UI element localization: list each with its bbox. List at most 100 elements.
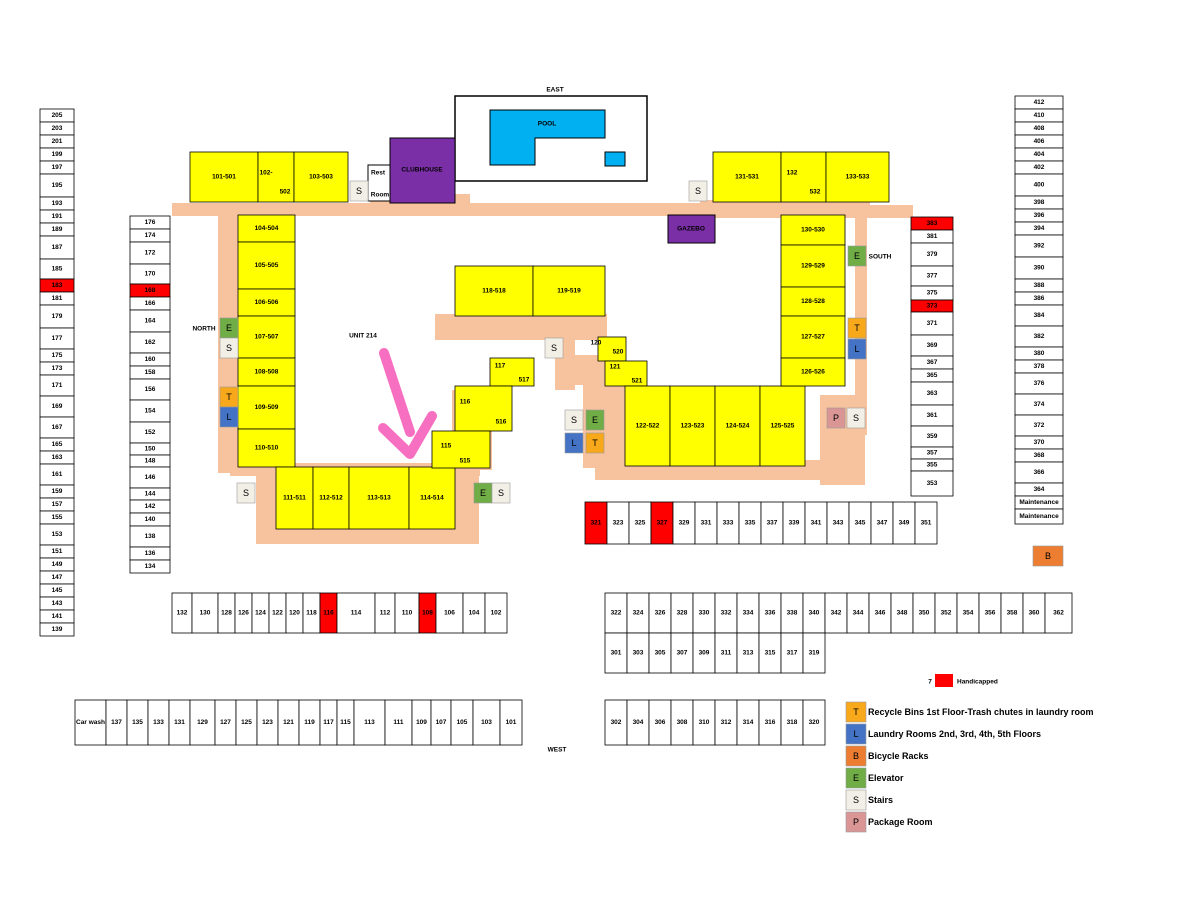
garage-label: 320: [809, 719, 820, 726]
gazebo: [667, 214, 716, 244]
garage-label: 386: [1034, 295, 1045, 302]
building: [431, 430, 491, 469]
building-label: 517: [519, 377, 530, 384]
garage-label: 398: [1034, 199, 1045, 206]
garage-label: 197: [52, 164, 63, 171]
legend-label: Recycle Bins 1st Floor-Trash chutes in l…: [868, 707, 1094, 717]
legend-label: Laundry Rooms 2nd, 3rd, 4th, 5th Floors: [868, 729, 1041, 739]
garage-label: 344: [853, 610, 864, 617]
garage-label: 367: [927, 359, 938, 366]
marker-letter: E: [226, 323, 232, 333]
garage-label: 338: [787, 610, 798, 617]
stairs-marker: [236, 482, 256, 504]
garage-label: 155: [52, 514, 63, 521]
garage-label: 334: [743, 610, 754, 617]
stairs-marker: [846, 407, 866, 429]
garage-label: 154: [145, 408, 156, 415]
building: [597, 336, 627, 362]
marker-letter: T: [854, 323, 860, 333]
garage: [394, 592, 420, 634]
garage-label: 139: [52, 626, 63, 633]
building: [454, 265, 534, 317]
garage-label: 122: [272, 610, 283, 617]
garage-label: 309: [699, 650, 710, 657]
garage-label: 349: [899, 520, 910, 527]
garage-label: 358: [1007, 610, 1018, 617]
garage-label: 146: [145, 474, 156, 481]
building: [780, 244, 846, 288]
garage-label: 402: [1034, 164, 1045, 171]
garage: [499, 699, 523, 746]
marker-letter: S: [498, 488, 504, 498]
building-label: 104-504: [255, 225, 279, 232]
east-label: EAST: [546, 87, 563, 94]
building: [712, 151, 782, 203]
garage: [1014, 508, 1064, 525]
marker-letter: T: [226, 392, 232, 402]
garage-label: 351: [921, 520, 932, 527]
garage-label: 408: [1034, 125, 1045, 132]
garage-label: 316: [765, 719, 776, 726]
garage-label: 125: [241, 719, 252, 726]
marker-letter: S: [571, 415, 577, 425]
laundry-marker: [564, 432, 584, 454]
garage-label: 321: [591, 520, 602, 527]
garage-label: 381: [927, 233, 938, 240]
garage-label: 153: [52, 531, 63, 538]
building-label: 129-529: [801, 263, 825, 270]
garage-label: 133: [153, 719, 164, 726]
walkway: [172, 203, 712, 216]
garage-label: 105: [457, 719, 468, 726]
garage-label: 342: [831, 610, 842, 617]
garage-label: 301: [611, 650, 622, 657]
map-labels: EASTWESTNORTHSOUTHPOOLCLUBHOUSEGAZEBORes…: [192, 87, 891, 754]
legend-swatch-elevator: [845, 767, 867, 789]
elevator-marker: [585, 409, 605, 431]
legend-label: Elevator: [868, 773, 904, 783]
building-label: 113-513: [367, 495, 391, 502]
building: [237, 385, 296, 430]
garage-label: 333: [723, 520, 734, 527]
legend-letter: L: [853, 729, 858, 739]
building: [780, 357, 846, 387]
garage-label: 317: [787, 650, 798, 657]
garage-label: 106: [444, 610, 455, 617]
garage-label: 353: [927, 480, 938, 487]
building-label: 120: [591, 340, 602, 347]
building-label: 521: [632, 378, 643, 385]
garage-label: 162: [145, 339, 156, 346]
building-label: 127-527: [801, 334, 825, 341]
building-label: 111-511: [283, 495, 306, 502]
garage-label: 131: [174, 719, 185, 726]
garage-label: 366: [1034, 469, 1045, 476]
garage-label: 327: [657, 520, 668, 527]
garage-label: 355: [927, 462, 938, 469]
garage-label: 152: [145, 429, 156, 436]
recycle-marker: [847, 317, 867, 339]
garage-label: 193: [52, 200, 63, 207]
garage-label: 312: [721, 719, 732, 726]
garage-label: 103: [481, 719, 492, 726]
garage-label: 109: [416, 719, 427, 726]
building-label: 516: [496, 419, 507, 426]
garage-label: 388: [1034, 282, 1045, 289]
garage-label: 331: [701, 520, 712, 527]
garage-label: 138: [145, 533, 156, 540]
garage-label: 365: [927, 372, 938, 379]
garages: 2052032011991971951931911891871851831811…: [39, 95, 1073, 746]
garage-label: 130: [200, 610, 211, 617]
building: [237, 214, 296, 243]
garage-label: 147: [52, 574, 63, 581]
marker-letter: S: [356, 186, 362, 196]
package-marker: [826, 407, 846, 429]
garage-label: 168: [145, 287, 156, 294]
garage-label: 120: [289, 610, 300, 617]
garage-label: 159: [52, 488, 63, 495]
north-label: NORTH: [192, 326, 215, 333]
spa: [604, 151, 626, 167]
stairs-marker: [564, 409, 584, 431]
stairs-marker: [688, 180, 708, 202]
garage-label: 369: [927, 342, 938, 349]
garage-label: 176: [145, 219, 156, 226]
garage-label: Maintenance: [1019, 499, 1059, 506]
